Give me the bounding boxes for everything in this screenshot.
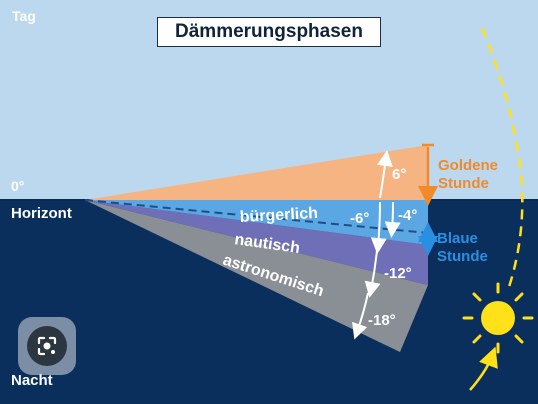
arc-arrow-minus4 <box>384 201 401 238</box>
buergerlich-wedge <box>85 200 428 245</box>
label-golden-hour-2: Stunde <box>438 175 489 192</box>
arc-arrow-nautical <box>364 249 381 298</box>
label-horizont: Horizont <box>11 205 72 222</box>
arc-arrow-upper <box>376 150 393 199</box>
minus4-dashed-line <box>84 199 429 234</box>
label-golden-hour-1: Goldene <box>438 157 499 174</box>
label-deg-pos6: 6° <box>392 166 407 183</box>
arc-arrow-astronomical <box>352 292 369 340</box>
astronomisch-wedge <box>85 200 428 352</box>
diagram-title: Dämmerungsphasen <box>157 17 381 47</box>
label-tag: Tag <box>12 8 36 24</box>
label-zero-deg: 0° <box>11 178 25 194</box>
label-blue-hour-2: Stunde <box>437 248 488 265</box>
label-deg-neg18: -18° <box>368 312 396 329</box>
lens-search-button[interactable] <box>27 326 67 366</box>
label-deg-neg4: -4° <box>398 207 418 224</box>
label-deg-neg12: -12° <box>384 265 412 282</box>
label-blue-hour-1: Blaue <box>437 230 478 247</box>
lens-search-icon <box>37 336 57 356</box>
arc-arrow-civil <box>370 201 387 254</box>
label-buergerlich: bürgerlich <box>239 205 318 226</box>
label-nacht: Nacht <box>11 372 53 389</box>
sun-path-upper <box>480 27 524 291</box>
sun-path-lower <box>469 346 498 391</box>
golden-hour-wedge <box>85 145 428 200</box>
nautisch-wedge <box>85 200 428 285</box>
sun-icon <box>462 282 534 354</box>
label-deg-neg6: -6° <box>350 210 370 227</box>
